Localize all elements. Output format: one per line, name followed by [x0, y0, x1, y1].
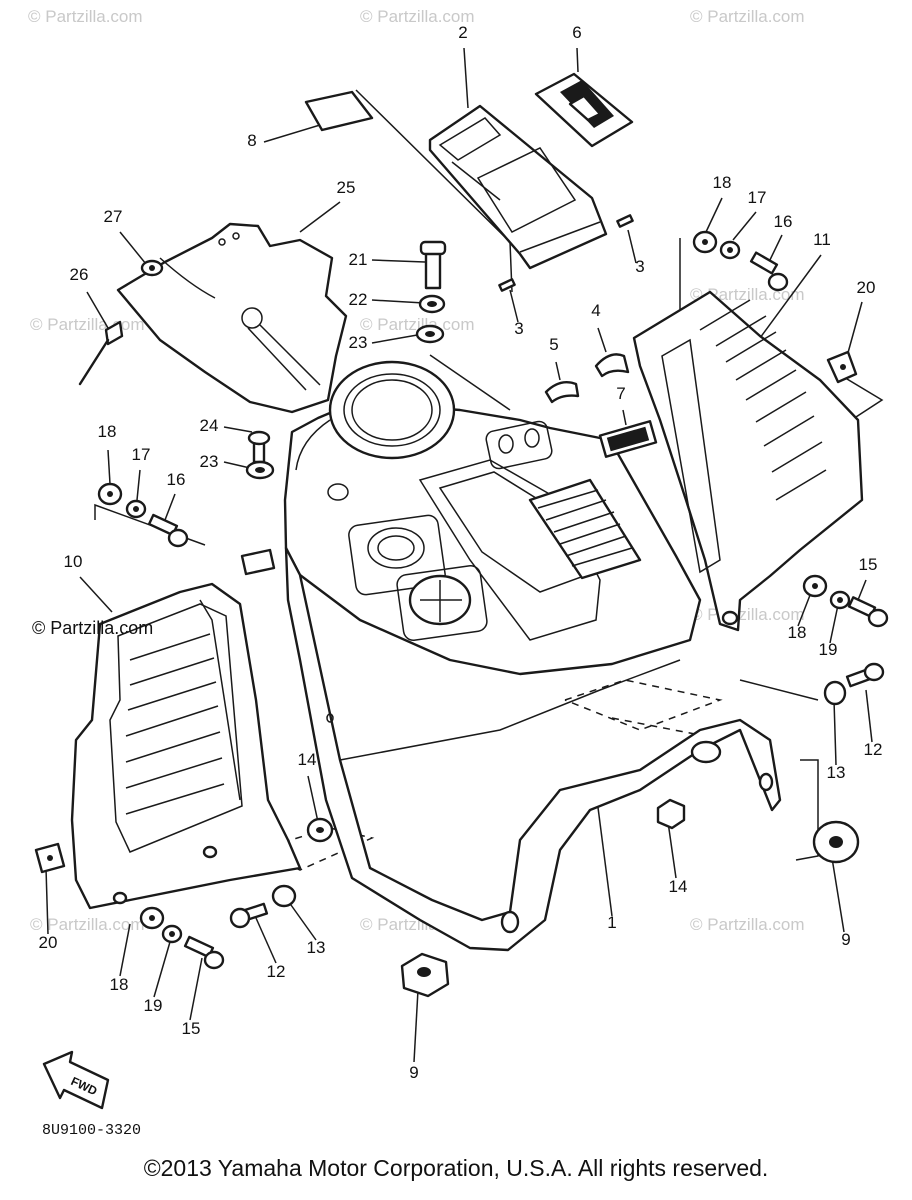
bolt-part-24 — [247, 430, 271, 464]
watermark-text: © Partzilla.com — [690, 915, 805, 934]
callout-number: 12 — [864, 740, 883, 759]
collar-part-14 — [306, 817, 334, 843]
washer-part-19 — [829, 590, 851, 610]
callout-number: 18 — [788, 623, 807, 642]
callout-number: 9 — [409, 1063, 418, 1082]
callout-number: 22 — [349, 290, 368, 309]
callout-number: 3 — [635, 257, 644, 276]
callout-number: 18 — [110, 975, 129, 994]
watermark-text: © Partzilla.com — [360, 315, 475, 334]
bolt-part-16 — [147, 513, 189, 548]
callout-number: 3 — [514, 319, 523, 338]
washer-part-19 — [161, 924, 183, 944]
callout-number: 17 — [132, 445, 151, 464]
callout-number: 17 — [748, 188, 767, 207]
front-fender-body-part-1 — [283, 360, 782, 952]
washer-part-23 — [245, 460, 275, 480]
callout-number: 13 — [827, 763, 846, 782]
callout-number: 9 — [841, 930, 850, 949]
callout-number: 19 — [819, 640, 838, 659]
watermark-text: © Partzilla.com — [30, 315, 145, 334]
plate-part-25 — [116, 222, 348, 414]
washer-part-18 — [692, 230, 718, 254]
watermark-text: © Partzilla.com — [360, 7, 475, 26]
emblem-part-6 — [534, 72, 634, 148]
washer-part-17 — [719, 240, 741, 260]
nut-part-9 — [812, 820, 860, 864]
bolt-part-21 — [419, 240, 447, 290]
washer-part-17 — [125, 499, 147, 519]
callout-number: 14 — [298, 750, 317, 769]
washer-part-22 — [418, 294, 446, 314]
badge-part-7 — [598, 420, 658, 458]
callout-number: 12 — [267, 962, 286, 981]
callout-number: 7 — [616, 384, 625, 403]
drawing-code: 8U9100-3320 — [42, 1122, 141, 1139]
callout-number: 11 — [813, 230, 831, 249]
callout-number: 4 — [591, 301, 600, 320]
bolt-part-16 — [749, 251, 789, 292]
copyright-notice: ©2013 Yamaha Motor Corporation, U.S.A. A… — [143, 1155, 769, 1181]
mount-bracket — [240, 548, 276, 576]
callout-number: 16 — [167, 470, 186, 489]
cover-part-2 — [428, 104, 608, 270]
washer-part-13 — [823, 680, 847, 706]
bolt-part-12 — [229, 902, 269, 929]
decal-part-8 — [304, 90, 374, 132]
callout-number: 26 — [70, 265, 89, 284]
clip-part-20 — [826, 350, 858, 384]
washer-part-27 — [140, 259, 164, 277]
callout-number: 13 — [307, 938, 326, 957]
nut-part-9 — [400, 952, 450, 998]
callout-number: 25 — [337, 178, 356, 197]
callout-number: 20 — [39, 933, 58, 952]
washer-part-13 — [271, 884, 297, 908]
grommet-part-23 — [415, 324, 445, 344]
callout-number: 8 — [247, 131, 256, 150]
callout-number: 16 — [774, 212, 793, 231]
callout-number: 20 — [857, 278, 876, 297]
callout-number: 23 — [200, 452, 219, 471]
callout-number: 6 — [572, 23, 581, 42]
callout-number: 21 — [349, 250, 368, 269]
callout-number: 24 — [200, 416, 219, 435]
callout-number: 14 — [669, 877, 688, 896]
leader-lines — [45, 47, 873, 1063]
clip-part-4 — [594, 353, 630, 378]
callout-number: 10 — [64, 552, 83, 571]
stud-part-26 — [78, 320, 124, 386]
bolt-part-15 — [847, 596, 889, 628]
clip-part-5 — [544, 381, 580, 404]
partzilla-watermark: © Partzilla.com — [32, 618, 153, 638]
bolt-part-15 — [183, 935, 225, 970]
callout-number: 2 — [458, 23, 467, 42]
callout-number: 1 — [607, 913, 616, 932]
callout-number: 18 — [98, 422, 117, 441]
washer-part-18 — [802, 574, 828, 598]
nut-part-14 — [656, 798, 686, 830]
pin-part-3 — [498, 214, 634, 292]
watermark-text: © Partzilla.com — [690, 7, 805, 26]
watermark-text: © Partzilla.com — [690, 605, 805, 624]
side-cover-part-11 — [632, 290, 864, 632]
clip-part-20 — [34, 842, 66, 874]
callout-number: 15 — [182, 1019, 201, 1038]
watermark-text: © Partzilla.com — [28, 7, 143, 26]
callout-number: 15 — [859, 555, 878, 574]
bolt-part-12 — [845, 662, 885, 688]
callout-number: 27 — [104, 207, 123, 226]
callout-number: 18 — [713, 173, 732, 192]
washer-part-18 — [139, 906, 165, 930]
callout-number: 5 — [549, 335, 558, 354]
side-cover-part-10 — [70, 582, 302, 910]
watermark-text: © Partzilla.com — [30, 915, 145, 934]
forward-direction-arrow: FWD — [42, 1050, 110, 1110]
callout-number: 23 — [349, 333, 368, 352]
callout-number: 19 — [144, 996, 163, 1015]
washer-part-18 — [97, 482, 123, 506]
